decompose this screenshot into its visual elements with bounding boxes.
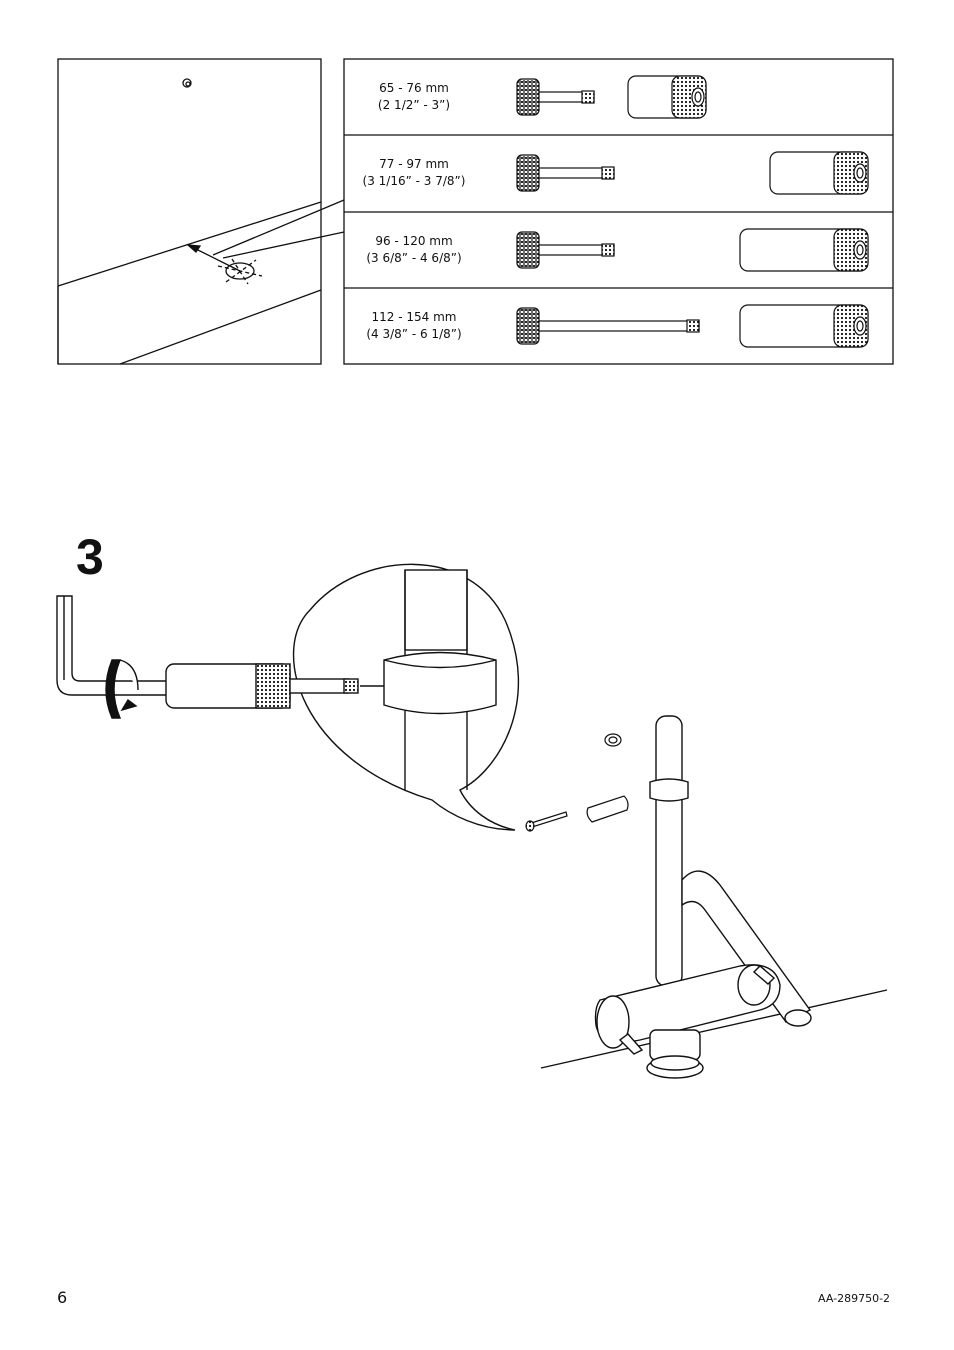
size-label: 96 - 120 mm (3 6/8” - 4 6/8”) — [344, 212, 484, 288]
size-inch: (3 1/16” - 3 7/8”) — [362, 174, 466, 188]
bolt-sleeve-pair — [516, 151, 869, 195]
size-inch: (3 6/8” - 4 6/8”) — [366, 251, 462, 265]
size-mm: 96 - 120 mm — [375, 234, 453, 248]
size-row-2: 77 - 97 mm (3 1/16” - 3 7/8”) — [344, 135, 893, 211]
page-number: 6 — [57, 1288, 68, 1307]
size-row-4: 112 - 154 mm (4 3/8” - 6 1/8”) — [344, 288, 893, 364]
bolt-sleeve-pair — [516, 75, 707, 119]
bolt-sleeve-pair — [516, 304, 869, 348]
size-mm: 65 - 76 mm — [379, 81, 449, 95]
size-inch: (4 3/8” - 6 1/8”) — [366, 327, 462, 341]
rotate-arrow-icon — [105, 659, 139, 719]
document-code: AA-289750-2 — [818, 1292, 891, 1305]
size-row-3: 96 - 120 mm (3 6/8” - 4 6/8”) — [344, 212, 893, 288]
size-inch: (2 1/2” - 3”) — [377, 98, 451, 112]
size-label: 112 - 154 mm (4 3/8” - 6 1/8”) — [344, 288, 484, 364]
bolt-sleeve-pair — [516, 228, 869, 272]
step-number: 3 — [76, 529, 104, 585]
size-mm: 112 - 154 mm — [371, 310, 457, 324]
size-mm: 77 - 97 mm — [379, 157, 449, 171]
kitchen-faucet-illustration — [540, 715, 888, 1079]
size-label: 65 - 76 mm (2 1/2” - 3”) — [344, 59, 484, 135]
size-label: 77 - 97 mm (3 1/16” - 3 7/8”) — [344, 135, 484, 211]
size-row-1: 65 - 76 mm (2 1/2” - 3”) — [344, 59, 893, 135]
